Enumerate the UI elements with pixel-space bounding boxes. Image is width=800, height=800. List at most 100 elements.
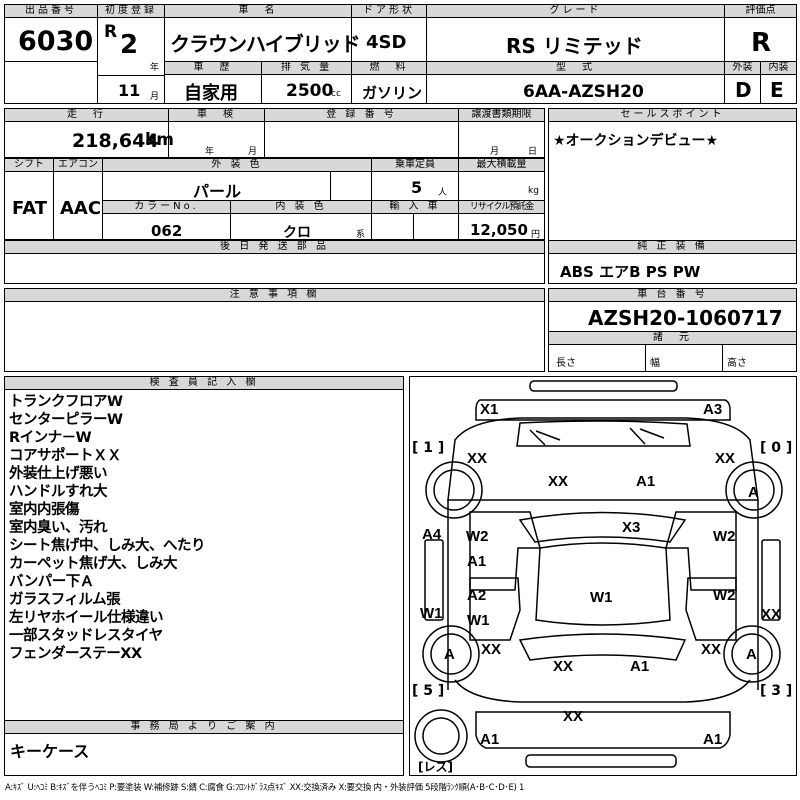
car-name: クラウンハイブリッド: [170, 32, 361, 56]
history-label: 車 歴: [165, 62, 261, 75]
mark-lf-door-a1: A1: [467, 553, 487, 570]
mark-hood-a1: A1: [636, 473, 656, 490]
inspector-line: センターピラーW: [9, 412, 123, 428]
sales-point-text: ★オークションデビュー★: [553, 133, 719, 149]
capacity-value: 5: [411, 178, 423, 197]
inspector-line: ハンドルすれ大: [9, 484, 108, 500]
reg-era: R: [104, 22, 118, 42]
shift-label: シフト: [5, 159, 53, 172]
first-reg-label: 初度登録: [98, 5, 164, 18]
exterior-grade: D: [735, 78, 752, 102]
legend: A:ｷｽﾞ U:ﾍｺﾐ B:ｷｽﾞを伴うﾍｺﾐ P:要塗装 W:補修跡 S:錆 …: [5, 783, 525, 793]
history-value: 自家用: [184, 83, 238, 104]
mark-hood-xx: XX: [548, 473, 569, 490]
mileage-value: 218,644: [72, 130, 159, 152]
width-label: 幅: [650, 358, 660, 369]
ac-value: AAC: [60, 198, 102, 219]
tire-label-rear-right: [ 3 ]: [760, 683, 793, 699]
reg-month-unit: 月: [150, 92, 160, 102]
door-type: 4SD: [366, 32, 407, 53]
inspector-line: 室内臭い、汚れ: [9, 520, 108, 536]
max-load-unit: kg: [528, 186, 539, 196]
chassis-number: AZSH20-1060717: [588, 306, 783, 330]
ac-label: エアコン: [54, 159, 102, 172]
mark-rear-xx: XX: [563, 708, 584, 725]
int-color-label: 内 装 色: [231, 201, 371, 214]
inspection-month-unit: 月: [248, 147, 258, 157]
color-no-value: 062: [151, 222, 183, 240]
mark-side-w1-left: W1: [420, 605, 443, 622]
grade-label: グレード: [427, 5, 724, 18]
mark-rl-wheel-a: A: [444, 646, 455, 663]
notes-block: [4, 288, 545, 372]
recycle-value: 12,050: [470, 221, 528, 239]
import-label: 輸 入 車: [372, 201, 458, 214]
spec-label: 諸 元: [549, 332, 796, 345]
mileage-unit: km: [145, 130, 175, 150]
lot-label: 出品番号: [5, 5, 97, 18]
model-label: 型 式: [427, 62, 724, 75]
inspector-line: ガラスフィルム張: [9, 592, 121, 608]
mark-rr-wheel-a: A: [746, 646, 757, 663]
exterior-label: 外装: [725, 62, 760, 75]
mark-side-xx-right: XX: [761, 606, 782, 623]
chassis-label: 車 台 番 号: [549, 289, 796, 302]
recycle-label: リサイクル預託金: [459, 201, 544, 214]
mark-lf-door-w2: W2: [466, 528, 489, 545]
transfer-day-unit: 日: [528, 147, 538, 157]
mileage-label: 走 行: [5, 109, 168, 122]
displacement-value: 2500: [286, 81, 334, 101]
inspector-line: コアサポートＸＸ: [9, 448, 122, 464]
mark-windshield-x3: X3: [622, 519, 641, 536]
reg-year-unit: 年: [150, 63, 160, 73]
reg-year: 2: [120, 30, 139, 60]
inspection-label: 車 検: [169, 109, 264, 122]
height-label: 高さ: [727, 358, 747, 369]
int-color-value: クロ: [283, 225, 311, 241]
inspector-line: Rインナ－W: [9, 430, 92, 446]
notes-label: 注 意 事 項 欄: [5, 289, 544, 302]
chassis-block: [548, 288, 797, 372]
inspector-line: 一部スタッドレスタイヤ: [9, 628, 163, 644]
model-value: 6AA-AZSH20: [523, 82, 644, 102]
lot-number: 6030: [18, 26, 94, 57]
mark-a3: A3: [703, 401, 723, 418]
tire-label-rear-left: [ 5 ]: [412, 683, 445, 699]
transfer-label: 譲渡書類期限: [459, 109, 544, 122]
displacement-label: 排 気 量: [262, 62, 351, 75]
fuel-label: 燃 料: [352, 62, 426, 75]
inspector-line: 室内内張傷: [9, 502, 80, 518]
mark-x1: X1: [480, 401, 499, 418]
mark-trunk-a1: A1: [630, 658, 650, 675]
capacity-unit: 人: [438, 188, 448, 198]
int-color-unit: 系: [356, 230, 366, 240]
options-label: 純 正 装 備: [549, 241, 796, 254]
inspector-line: カーペット焦げ大、しみ大: [9, 556, 178, 572]
inspector-line: 左リヤホイール仕様違い: [9, 610, 164, 626]
fuel-value: ガソリン: [362, 84, 423, 102]
options-value: ABS エアB PS PW: [560, 263, 701, 281]
car-body-diagram: [414, 380, 783, 768]
inspector-line: トランクフロアW: [9, 394, 123, 410]
mark-rear-a1-left: A1: [480, 731, 500, 748]
capacity-label: 乗車定員: [372, 159, 458, 172]
mark-rear-a1-right: A1: [703, 731, 723, 748]
mark-rl-xx: XX: [481, 641, 502, 658]
interior-label: 内装: [761, 62, 796, 75]
mark-rr-xx: XX: [701, 641, 722, 658]
shift-value: FAT: [12, 198, 48, 219]
transfer-month-unit: 月: [490, 147, 500, 157]
inspection-year-unit: 年: [205, 147, 215, 157]
inspector-line: 外装仕上げ悪い: [9, 466, 108, 482]
length-label: 長さ: [556, 358, 576, 369]
inspector-line: バンパー下Ａ: [9, 574, 94, 590]
tire-label-front-left: [ 1 ]: [412, 440, 445, 456]
later-parts-label: 後 日 発 送 部 品: [5, 241, 544, 254]
recycle-unit: 円: [531, 230, 541, 240]
color-no-label: カラーNo.: [103, 201, 230, 214]
score-value: R: [751, 28, 772, 58]
mark-fr-wheel-a: A: [748, 484, 759, 501]
inspector-notes: トランクフロアW センターピラーW Rインナ－W コアサポートＸＸ 外装仕上げ悪…: [9, 393, 399, 663]
mark-lr-door-a2: A2: [467, 587, 487, 604]
mark-fl-wheel-xx: XX: [467, 450, 488, 467]
